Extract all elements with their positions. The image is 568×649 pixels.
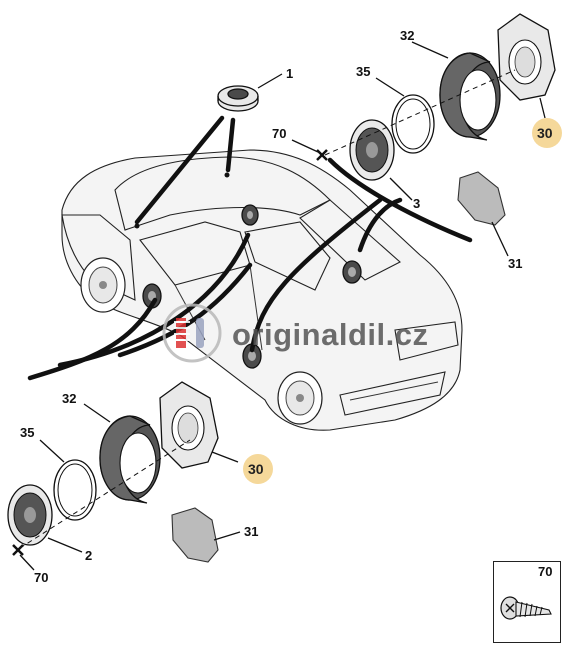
car-illustration [61, 149, 463, 431]
callout-curves [27, 115, 473, 381]
label-1: 1 [286, 66, 293, 81]
assembly-axis-bottom [19, 439, 191, 549]
label-70-box: 70 [538, 564, 552, 579]
watermark-logo: originaldil.cz [162, 303, 428, 363]
watermark-text: originaldil.cz [232, 317, 428, 352]
part-35-ring-top [375, 77, 435, 154]
label-30-top-badge: 30 [532, 118, 562, 148]
part-30-adaptor-bottom [159, 381, 239, 469]
label-70-top: 70 [272, 126, 286, 141]
rear-wheel [80, 257, 126, 313]
part-35-ring-bottom [39, 439, 97, 521]
label-2: 2 [85, 548, 92, 563]
label-31-top: 31 [508, 256, 522, 271]
label-32-top: 32 [400, 28, 414, 43]
part-1-tweeter [217, 73, 283, 112]
label-30-bottom: 30 [248, 461, 264, 477]
part-70-screw-marker-top [291, 139, 328, 161]
screw-icon: 70 [500, 564, 552, 620]
part-2-speaker-bottom [7, 484, 83, 553]
label-35-top: 35 [356, 64, 370, 79]
label-30-top: 30 [537, 125, 553, 141]
part-32-foam-ring-top [411, 41, 501, 141]
label-30-bottom-badge: 30 [243, 454, 273, 484]
label-31-bottom: 31 [244, 524, 258, 539]
car-speaker-rear-parcel [241, 204, 259, 226]
label-35-bottom: 35 [20, 425, 34, 440]
part-31-pad-bottom [171, 507, 241, 563]
part-30-adaptor-top [497, 13, 556, 119]
label-3: 3 [413, 196, 420, 211]
assembly-axis-top [324, 69, 516, 156]
label-70-bottom: 70 [34, 570, 48, 585]
part-70-screw-marker-bottom [12, 544, 35, 571]
label-32-bottom: 32 [62, 391, 76, 406]
part-32-foam-ring-bottom [83, 403, 161, 504]
part-labels: 1 2 3 32 35 70 31 32 35 70 31 30 30 [20, 28, 562, 585]
car-speaker-front-door [242, 343, 262, 369]
screw-inset-box: 70 [493, 561, 561, 643]
car-speaker-dash [342, 260, 362, 284]
front-wheel [277, 371, 323, 425]
part-3-speaker-top [349, 119, 413, 201]
part-31-pad-top [457, 171, 509, 257]
